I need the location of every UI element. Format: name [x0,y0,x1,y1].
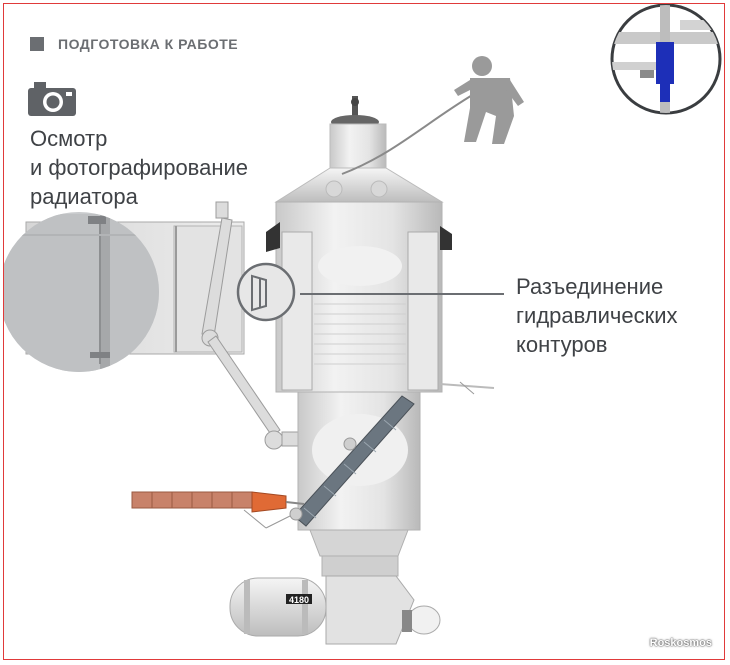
caption-line: Осмотр [30,126,108,151]
section-title: ПОДГОТОВКА К РАБОТЕ [58,36,239,52]
source-watermark: Roskosmos [649,637,712,649]
hydraulic-loop-detail-circle [236,262,504,322]
hydraulic-disconnect-caption: Разъединение гидравлических контуров [516,272,724,359]
section-marker [30,37,44,51]
caption-line: и фотографирование [30,155,249,180]
station-scene: 4180 [4,4,722,645]
radiator-inspection-caption: Осмотр и фотографирование радиатора [30,124,310,211]
caption-line: контуров [516,332,608,357]
camera-icon [28,82,76,116]
infographic-frame: 4180 ПО [3,3,725,660]
radiator-zoom-circle [4,212,159,372]
station-main-module [266,201,495,395]
caption-line: гидравлических [516,303,678,328]
module-plate-text: 4180 [289,595,309,605]
orange-solar-panel [131,491,305,529]
caption-line: Разъединение [516,274,664,299]
bottom-cargo-module: 4180 [229,575,441,645]
cosmonaut-icon [341,56,524,175]
caption-line: радиатора [30,184,138,209]
station-locator-map [610,4,722,115]
solar-array-truss [293,395,415,527]
section-header: ПОДГОТОВКА К РАБОТЕ [30,36,238,52]
station-top-cone [274,96,444,203]
station-lower-module [297,391,421,577]
